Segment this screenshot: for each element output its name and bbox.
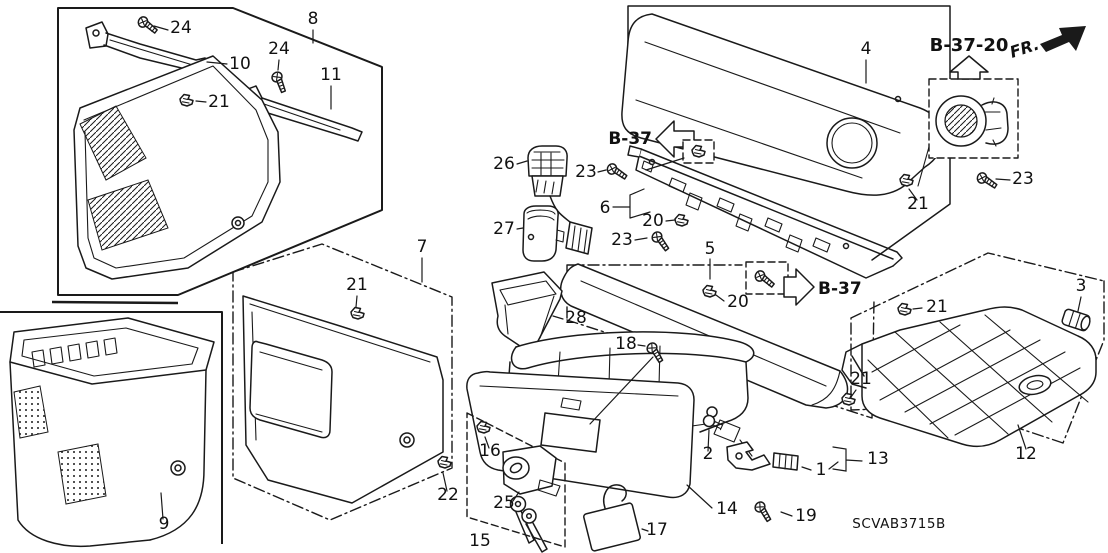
part-28-pocket[interactable] — [491, 271, 563, 349]
callout-6[interactable]: 6 — [600, 198, 611, 218]
group-9-border — [0, 311, 223, 544]
callout-7[interactable]: 7 — [417, 237, 428, 257]
callout-23-3[interactable]: 23 — [611, 230, 633, 250]
callout-23-1[interactable]: 23 — [1012, 169, 1034, 189]
group-7-border — [232, 243, 453, 521]
screw-23-top-right[interactable] — [975, 171, 1000, 190]
b37-20-up-arrow[interactable] — [949, 55, 989, 80]
clip-20-a[interactable] — [674, 213, 689, 227]
screw-19[interactable] — [751, 499, 777, 523]
screw-23-b[interactable] — [648, 229, 674, 253]
callout-22[interactable]: 22 — [437, 485, 459, 505]
callout-8[interactable]: 8 — [308, 9, 319, 29]
callout-21-4[interactable]: 21 — [926, 297, 948, 317]
callout-17[interactable]: 17 — [646, 520, 668, 540]
callout-27[interactable]: 27 — [493, 219, 515, 239]
part-9-console-box[interactable] — [9, 317, 215, 548]
callout-21-1[interactable]: 21 — [208, 92, 230, 112]
clip-21-d[interactable] — [841, 392, 856, 406]
part-17-key-tag[interactable] — [583, 484, 641, 552]
clip-21-b[interactable] — [350, 306, 365, 320]
callout-13[interactable]: 13 — [867, 449, 889, 469]
group-15-border — [466, 412, 566, 548]
callout-1[interactable]: 1 — [816, 460, 827, 480]
part-1-socket[interactable] — [726, 441, 799, 471]
callout-12[interactable]: 12 — [1015, 444, 1037, 464]
callout-2[interactable]: 2 — [703, 444, 714, 464]
b37-20-label[interactable]: B-37-20 — [930, 35, 1009, 56]
callout-20-1[interactable]: 20 — [642, 211, 664, 231]
clip-20-b[interactable] — [702, 284, 717, 298]
callout-5[interactable]: 5 — [705, 239, 716, 259]
part-26-switch[interactable] — [527, 145, 593, 255]
group-8-border — [51, 7, 383, 305]
part-7-panel[interactable] — [242, 295, 444, 504]
part-10-bracket-rail[interactable] — [85, 21, 215, 73]
group-4-frame — [627, 5, 951, 261]
part-8-side-lining-panel[interactable] — [73, 55, 281, 280]
screw-23-a[interactable] — [605, 162, 630, 181]
part-27-holder[interactable] — [522, 205, 565, 262]
b37-left-arrow[interactable] — [655, 120, 695, 158]
b37-left-label[interactable]: B-37 — [608, 129, 652, 149]
part-2-bulb[interactable] — [702, 414, 724, 432]
callout-20-2[interactable]: 20 — [727, 292, 749, 312]
callout-26[interactable]: 26 — [493, 154, 515, 174]
part-25-lock-cylinder[interactable] — [502, 445, 561, 553]
callout-21-3[interactable]: 21 — [346, 275, 368, 295]
callout-10[interactable]: 10 — [229, 54, 251, 74]
fr-direction-arrow — [1040, 26, 1086, 52]
clip-21-c[interactable] — [897, 302, 912, 316]
callout-15[interactable]: 15 — [469, 531, 491, 551]
callout-16[interactable]: 16 — [479, 441, 501, 461]
callout-9[interactable]: 9 — [159, 514, 170, 534]
clip-22[interactable] — [437, 455, 452, 469]
callout-labels: 24 8 10 24 11 21 4 23 21 26 23 6 20 23 2… — [159, 9, 1087, 551]
callout-3[interactable]: 3 — [1076, 276, 1087, 296]
part-6-rail[interactable] — [627, 145, 903, 279]
diagram-code: SCVAB3715B — [852, 516, 945, 532]
callout-19[interactable]: 19 — [795, 506, 817, 526]
callout-24-2[interactable]: 24 — [268, 39, 290, 59]
part-12-lower-cover[interactable] — [841, 306, 1097, 448]
leader-lines — [153, 25, 1082, 532]
callout-11[interactable]: 11 — [320, 65, 342, 85]
screw-24-b[interactable] — [268, 69, 293, 95]
callout-14[interactable]: 14 — [716, 499, 738, 519]
callout-21-2[interactable]: 21 — [907, 194, 929, 214]
screw-24-a[interactable] — [135, 14, 161, 35]
b37-right-arrow[interactable] — [783, 268, 815, 306]
bracket-13 — [832, 446, 863, 472]
callout-24-1[interactable]: 24 — [170, 18, 192, 38]
callout-23-2[interactable]: 23 — [575, 162, 597, 182]
callout-25[interactable]: 25 — [493, 493, 515, 513]
b37-right-label[interactable]: B-37 — [818, 279, 862, 299]
fr-label: FR. — [1007, 35, 1041, 62]
part-3-clip[interactable] — [1061, 308, 1092, 332]
callout-21-5[interactable]: 21 — [850, 369, 872, 389]
callout-28[interactable]: 28 — [565, 308, 587, 328]
callout-4[interactable]: 4 — [861, 39, 872, 59]
part-vent-duct[interactable] — [935, 95, 1009, 147]
callout-18[interactable]: 18 — [615, 334, 637, 354]
